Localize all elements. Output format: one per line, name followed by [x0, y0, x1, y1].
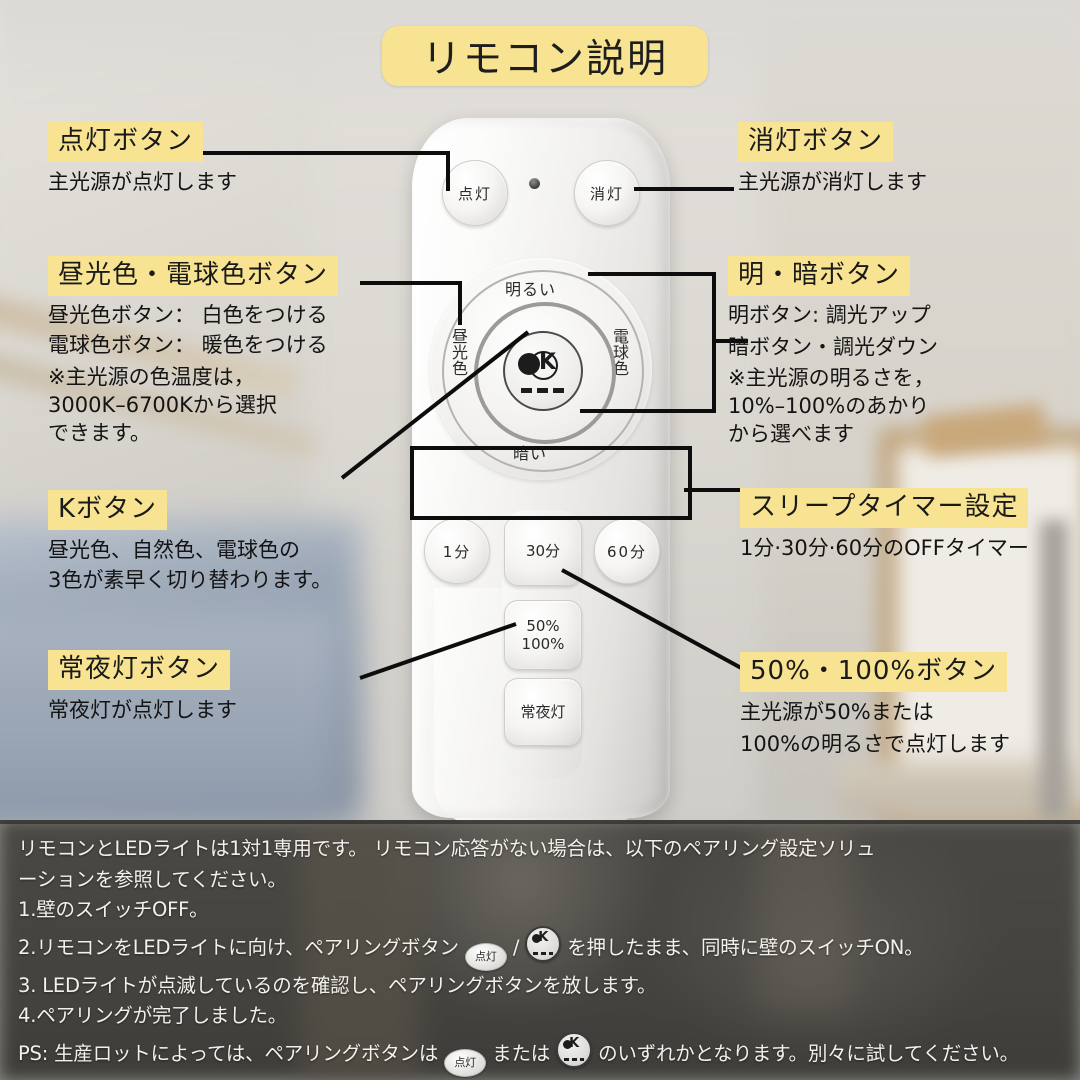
leader-line-colortemp-v [458, 281, 462, 325]
leader-line-colortemp-h [360, 281, 462, 285]
callout-k-button-heading: Kボタン [48, 490, 168, 530]
banner-line-5: 3. LEDライトが点滅しているのを確認し、ペアリングボタンを放します。 [18, 973, 657, 997]
leader-line-k-button [340, 330, 530, 480]
callout-k-button-line-2: 3色が素早く切り替わります。 [48, 568, 333, 592]
banner-line-4: 2.リモコンをLEDライトに向け、ペアリングボタン 点灯 / K を押したまま、… [18, 925, 1066, 971]
callout-sleep-timer-heading: スリープタイマー設定 [740, 488, 1029, 528]
leader-line-night-light [359, 622, 517, 680]
banner-line-3: 1.壁のスイッチOFF。 [18, 898, 209, 921]
remote-preset-100-label: 100% [521, 635, 565, 653]
banner-line-6: 4.ペアリングが完了しました。 [18, 1004, 288, 1027]
callout-night-light-heading: 常夜灯ボタン [48, 650, 231, 690]
leader-line-timer-out [684, 488, 746, 492]
remote-k-button[interactable]: K [503, 331, 583, 411]
banner-line-4-sep: / [512, 935, 520, 959]
callout-k-button-line-1: 昼光色、自然色、電球色の [48, 538, 300, 562]
pad-brighter-label: 明るい [505, 280, 557, 299]
remote-timer-30min-label: 30分 [525, 542, 561, 560]
remote-timer-1min-button[interactable]: 1分 [424, 518, 490, 584]
remote-night-light-label: 常夜灯 [520, 703, 566, 721]
callout-brightness-preset-heading: 50%・100%ボタン [740, 652, 1008, 692]
page-title-text: リモコン説明 [421, 37, 668, 82]
callout-color-temp: 昼光色・電球色ボタン 昼光色ボタン： 白色をつける 電球色ボタン： 暖色をつける… [48, 256, 339, 447]
remote-power-off-label: 消灯 [589, 184, 624, 203]
callout-brightness-preset: 50%・100%ボタン 主光源が50%または 100%の明るさで点灯します [740, 652, 1010, 759]
callout-bright-dim: 明・暗ボタン 明ボタン: 調光アップ 暗ボタン・調光ダウン ※主光源の明るさを，… [728, 256, 938, 448]
k-letter-label: K [539, 350, 557, 375]
callout-bright-dim-line-2: 暗ボタン・調光ダウン [728, 335, 938, 359]
callout-color-temp-line-4: 3000K–6700Kから選択 [48, 393, 277, 417]
remote-preset-50-label: 50% [526, 617, 560, 635]
callout-sleep-timer: スリープタイマー設定 1分·30分·60分のOFFタイマー [740, 488, 1029, 563]
callout-power-on: 点灯ボタン 主光源が点灯します [48, 122, 237, 197]
callout-power-on-line-1: 主光源が点灯します [48, 170, 237, 194]
callout-color-temp-line-5: できます。 [48, 421, 151, 445]
callout-bright-dim-line-1: 明ボタン: 調光アップ [728, 303, 931, 327]
callout-brightness-preset-line-2: 100%の明るさで点灯します [740, 732, 1011, 756]
remote-power-off-button[interactable]: 消灯 [574, 160, 640, 226]
callout-bright-dim-line-4: 10%–100%のあかり [728, 394, 930, 418]
banner-line-7-b: または [492, 1041, 551, 1065]
callout-power-on-heading: 点灯ボタン [48, 122, 204, 162]
remote-power-on-label: 点灯 [457, 184, 492, 203]
callout-color-temp-line-3: ※主光源の色温度は， [48, 365, 255, 389]
ir-emitter-dot [529, 178, 540, 189]
callout-color-temp-line-1: 昼光色ボタン： 白色をつける [48, 303, 328, 327]
timer-group-box [410, 446, 692, 520]
pairing-k-icon-2: K [556, 1031, 593, 1068]
leader-line-dim-h [580, 409, 716, 413]
banner-line-2: ーションを参照してください。 [18, 867, 287, 891]
callout-night-light: 常夜灯ボタン 常夜灯が点灯します [48, 650, 237, 725]
pairing-instructions-banner: リモコンとLEDライトは1対1専用です。 リモコン応答がない場合は、以下のペアリ… [0, 820, 1080, 1080]
leader-line-power-on-v [446, 151, 450, 191]
leader-line-brightness-preset [561, 568, 755, 677]
remote-timer-60min-label: 60分 [606, 542, 648, 561]
callout-brightness-preset-line-1: 主光源が50%または [740, 700, 934, 724]
leader-line-brightdim-out [712, 339, 748, 343]
banner-line-7-a: PS: 生産ロットによっては、ペアリングボタンは [18, 1041, 439, 1065]
remote-timer-60min-button[interactable]: 60分 [594, 518, 660, 584]
remote-control-illustration: 点灯 消灯 明るい 暗い 昼光色 電球色 K 1分 30分 60分 [398, 118, 686, 824]
callout-color-temp-heading: 昼光色・電球色ボタン [48, 256, 339, 296]
pad-inner-ring [474, 302, 616, 444]
banner-line-7-c: のいずれかとなります。別々に試してください。 [598, 1041, 1019, 1065]
callout-bright-dim-line-3: ※主光源の明るさを， [728, 366, 935, 390]
pairing-power-on-icon-2: 点灯 [444, 1048, 487, 1077]
callout-bright-dim-line-5: から選べます [728, 422, 854, 446]
callout-k-button: Kボタン 昼光色、自然色、電球色の 3色が素早く切り替わります。 [48, 490, 332, 595]
page-title: リモコン説明 [382, 26, 708, 86]
callout-bright-dim-heading: 明・暗ボタン [728, 256, 911, 296]
banner-line-4-b: を押したまま、同時に壁のスイッチON。 [567, 935, 924, 959]
pairing-instructions-text: リモコンとLEDライトは1対1専用です。 リモコン応答がない場合は、以下のペアリ… [18, 834, 1066, 1077]
pairing-power-on-icon: 点灯 [464, 942, 507, 971]
banner-line-1: リモコンとLEDライトは1対1専用です。 リモコン応答がない場合は、以下のペアリ… [18, 837, 876, 860]
callout-sleep-timer-line-1: 1分·30分·60分のOFFタイマー [740, 536, 1029, 560]
callout-power-off-heading: 消灯ボタン [738, 122, 894, 162]
pairing-k-icon-2-letter: K [569, 1035, 579, 1051]
callout-power-off: 消灯ボタン 主光源が消灯します [738, 122, 927, 197]
dashes-icon [521, 388, 565, 393]
remote-brightness-preset-button[interactable]: 50% 100% [504, 600, 582, 670]
remote-timer-1min-label: 1分 [442, 542, 472, 561]
callout-power-off-line-1: 主光源が消灯します [738, 170, 927, 194]
pad-daylight-label: 昼光色 [449, 328, 468, 376]
pairing-k-icon-letter: K [538, 929, 549, 945]
leader-line-bright-h [588, 272, 716, 276]
callout-color-temp-line-2: 電球色ボタン： 暖色をつける [48, 333, 328, 357]
pad-outer-ring [442, 270, 644, 472]
leader-line-power-off-h [634, 187, 734, 191]
remote-night-light-button[interactable]: 常夜灯 [504, 678, 582, 746]
banner-line-7: PS: 生産ロットによっては、ペアリングボタンは 点灯 または K のいずれかと… [18, 1031, 1066, 1077]
k-circle-icon [529, 351, 558, 380]
callout-night-light-line-1: 常夜灯が点灯します [48, 698, 237, 722]
remote-power-on-button[interactable]: 点灯 [442, 160, 508, 226]
pairing-k-icon: K [525, 925, 562, 962]
leader-line-power-on-h [160, 151, 450, 155]
banner-line-4-a: 2.リモコンをLEDライトに向け、ペアリングボタン [18, 935, 459, 959]
